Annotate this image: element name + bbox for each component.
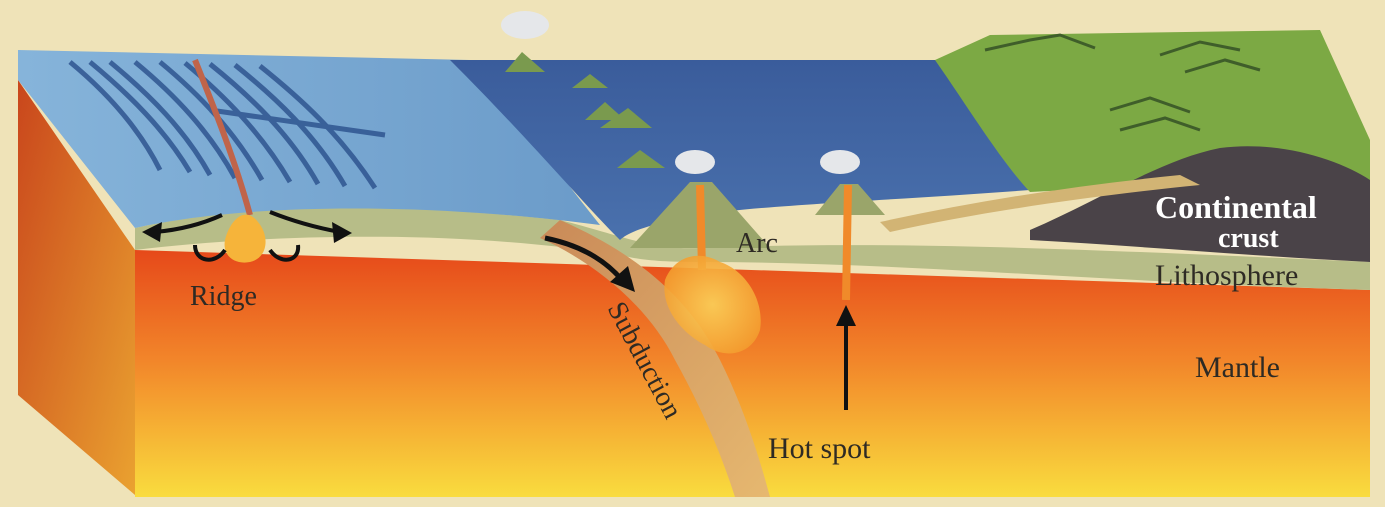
islands xyxy=(505,52,665,168)
crust-sediment-bands xyxy=(880,175,1200,232)
block-left-face xyxy=(18,80,135,495)
ridge-magma xyxy=(224,214,266,263)
subducting-slab xyxy=(540,220,770,497)
lithosphere-layer xyxy=(135,207,1370,290)
label-mantle: Mantle xyxy=(1195,351,1280,384)
label-continental-crust-line1: Continental xyxy=(1155,189,1317,225)
mountain-ridges xyxy=(984,33,1261,132)
label-lithosphere: Lithosphere xyxy=(1155,259,1298,292)
ocean-shallow xyxy=(18,50,600,228)
subduction-arrowhead xyxy=(610,266,635,292)
magma-conduits xyxy=(696,184,852,301)
subduction-arrow xyxy=(544,235,624,282)
spreading-arrowheads xyxy=(142,222,352,243)
continental-crust xyxy=(1030,146,1370,262)
volcano-plumes xyxy=(501,11,860,174)
ocean-deep xyxy=(450,60,1030,240)
arc-magma-plume xyxy=(664,255,761,354)
label-ridge: Ridge xyxy=(190,281,257,312)
hot-spot-arrowhead xyxy=(836,305,856,326)
label-arc: Arc xyxy=(736,228,778,259)
label-hot-spot: Hot spot xyxy=(768,432,871,465)
label-continental-crust-line2: crust xyxy=(1218,223,1279,254)
mantle-layer xyxy=(135,250,1370,497)
ridge-rift xyxy=(192,58,253,216)
